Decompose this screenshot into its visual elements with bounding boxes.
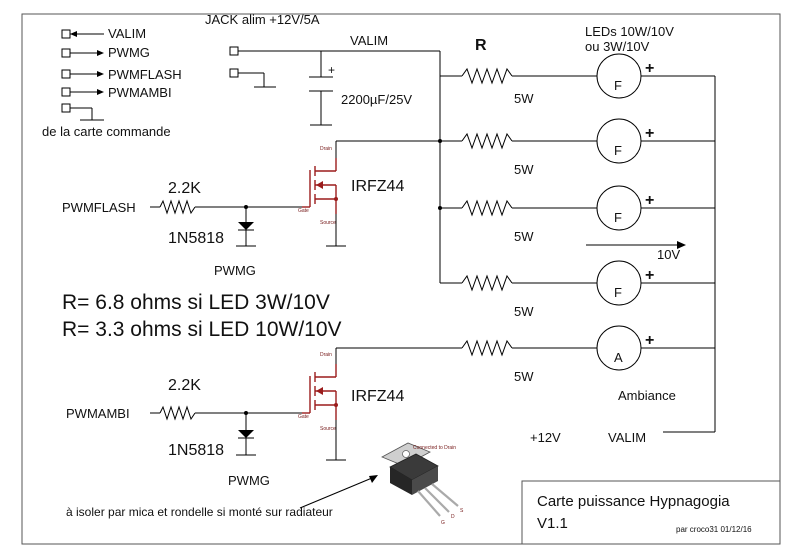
ambi-gate-pin: Gate [298, 414, 309, 420]
ambi-pwmg-label: PWMG [228, 473, 270, 488]
ambiance-driver-stage: PWMAMBI 2.2K 1N5818 PWMG Drain Gate Sour… [66, 347, 462, 488]
jack-label: JACK alim +12V/5A [205, 12, 320, 27]
ambi-diode-label: 1N5818 [168, 442, 224, 459]
to220-package-image: Connected to Drain G D S [381, 442, 464, 526]
note-r-10w: R= 3.3 ohms si LED 10W/10V [62, 318, 342, 341]
resistor-symbol [461, 199, 513, 217]
note-isolate: à isoler par mica et rondelle si monté s… [66, 505, 333, 519]
flash-source-pin: Source [320, 220, 336, 226]
resistor-wattage: 5W [514, 229, 534, 244]
title-block: Carte puissance Hypnagogia V1.1 par croc… [521, 480, 781, 545]
flash-drain-pin: Drain [320, 146, 332, 152]
led-plus: + [645, 332, 654, 349]
led-branches: 5W F +5W F +5W F +5W F +5W A + [438, 53, 715, 384]
led-branch: 5W F + [440, 260, 715, 319]
junction-dot [438, 206, 442, 210]
leds-header-line1: LEDs 10W/10V [585, 24, 674, 39]
led-letter: F [614, 210, 622, 225]
led-letter: F [614, 143, 622, 158]
valim-bottom-label: VALIM [608, 430, 646, 445]
resistor-symbol [461, 274, 513, 292]
led-branch: 5W A + [440, 325, 715, 384]
title-block-author: par croco31 01/12/16 [676, 525, 752, 534]
package-pin-s: S [460, 508, 464, 514]
leds-header-line2: ou 3W/10V [585, 39, 650, 54]
led-letter: F [614, 78, 622, 93]
pin-pwmg-label: PWMG [108, 45, 150, 60]
pin-pwmflash-label: PWMFLASH [108, 67, 182, 82]
flash-gate-pin: Gate [298, 208, 309, 214]
led-plus: + [645, 60, 654, 77]
plus12-label: +12V [530, 430, 561, 445]
resistor-wattage: 5W [514, 304, 534, 319]
pin-pwmambi-label: PWMAMBI [108, 85, 172, 100]
resistor-symbol [461, 67, 513, 85]
connector-title: de la carte commande [42, 124, 171, 139]
flash-input-label: PWMFLASH [62, 200, 136, 215]
title-block-title: Carte puissance Hypnagogia [537, 493, 730, 510]
resistor-wattage: 5W [514, 91, 534, 106]
drawing-frame [21, 13, 781, 545]
power-input: JACK alim +12V/5A VALIM + 2200µF/25V [205, 12, 441, 126]
flash-mosfet-label: IRFZ44 [351, 178, 404, 195]
pin-valim-label: VALIM [108, 26, 146, 41]
resistor-wattage: 5W [514, 369, 534, 384]
package-pin-g: G [441, 520, 445, 526]
title-block-version: V1.1 [537, 515, 568, 532]
led-plus: + [645, 125, 654, 142]
command-connector: VALIM PWMG PWMFLASH PWMAMBI de la carte … [42, 26, 182, 139]
voltage-arrow: 10V [586, 241, 686, 262]
flash-pwmg-label: PWMG [214, 263, 256, 278]
ambi-res-value: 2.2K [168, 377, 201, 394]
flash-res-value: 2.2K [168, 180, 201, 197]
package-connected-label: Connected to Drain [413, 445, 456, 451]
cap-label: 2200µF/25V [341, 92, 412, 107]
jack-valim-label: VALIM [350, 33, 388, 48]
ambi-mosfet-label: IRFZ44 [351, 388, 404, 405]
flash-diode-label: 1N5818 [168, 230, 224, 247]
ambi-source-pin: Source [320, 426, 336, 432]
resistor-wattage: 5W [514, 162, 534, 177]
ambi-drain-pin: Drain [320, 352, 332, 358]
resistor-symbol [461, 132, 513, 150]
flash-driver-stage: PWMFLASH 2.2K 1N5818 PWMG Drain Gate Sou… [62, 140, 440, 278]
cap-plus: + [328, 63, 335, 77]
led-letter: F [614, 285, 622, 300]
package-pin-d: D [451, 514, 455, 520]
resistor-symbol [461, 339, 513, 357]
led-branch: 5W F + [440, 185, 715, 244]
isolate-pointer [299, 477, 373, 509]
led-branch: 5W F + [440, 53, 715, 106]
led-letter: A [614, 350, 623, 365]
resistor-header: R [475, 37, 487, 54]
ambi-input-label: PWMAMBI [66, 406, 130, 421]
note-r-3w: R= 6.8 ohms si LED 3W/10V [62, 291, 330, 314]
led-branch: 5W F + [440, 118, 715, 177]
ambiance-label: Ambiance [618, 388, 676, 403]
led-plus: + [645, 267, 654, 284]
led-plus: + [645, 192, 654, 209]
voltage-arrow-label: 10V [657, 247, 680, 262]
